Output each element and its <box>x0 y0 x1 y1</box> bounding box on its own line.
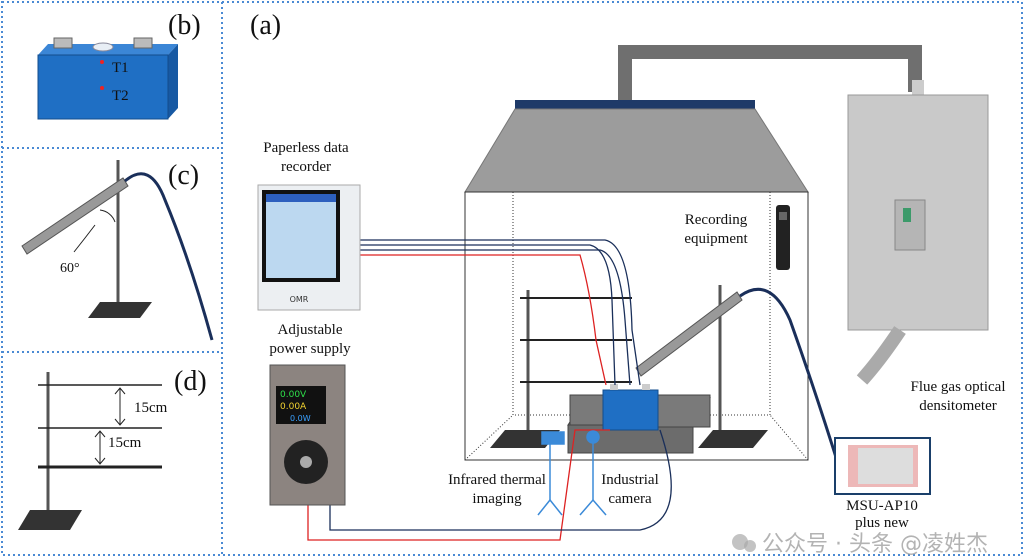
recording-label-2: equipment <box>684 231 748 247</box>
phone-label-2: plus new <box>855 515 909 531</box>
voltage-readout: 0.00V <box>280 390 307 400</box>
t1-label: T1 <box>112 60 129 76</box>
power-supply: 0.00V 0.00A 0.0W <box>269 364 346 506</box>
panel-a: (a) <box>250 10 1005 557</box>
t2-point <box>100 86 104 90</box>
panel-a-tag: (a) <box>250 10 281 41</box>
power-label-2: power supply <box>269 341 351 357</box>
paperless-recorder: OMR <box>257 184 361 311</box>
angle-label: 60° <box>60 261 80 276</box>
densitometer-label-1: Flue gas optical <box>911 379 1006 395</box>
panel-d-tag: (d) <box>174 366 207 397</box>
battery-sample <box>602 389 659 431</box>
industrial-camera <box>579 430 607 516</box>
panel-b-tag: (b) <box>168 10 201 41</box>
densitometer-label-2: densitometer <box>919 398 996 414</box>
infrared-camera <box>537 431 565 516</box>
power-readout: 0.0W <box>290 414 311 423</box>
panel-d: (d) 15cm 15cm <box>18 366 207 530</box>
infrared-label-2: imaging <box>472 491 522 507</box>
current-readout: 0.00A <box>280 402 307 412</box>
camera-label-1: Industrial <box>601 472 659 488</box>
phone-label-1: MSU-AP10 <box>846 498 918 514</box>
recording-label-1: Recording <box>685 212 748 228</box>
panel-c-tag: (c) <box>168 160 199 191</box>
smoke-hood <box>464 108 809 193</box>
t1-point <box>100 60 104 64</box>
battery-cell: T1 T2 <box>37 37 178 120</box>
watermark-text: 公众号 · 头条 @凌姓杰 <box>762 532 988 557</box>
recorder-label-2: recorder <box>281 159 331 175</box>
infrared-label-1: Infrared thermal <box>448 472 546 488</box>
flue-gas-densitometer <box>847 80 989 385</box>
panel-b: (b) T1 T2 <box>37 10 201 120</box>
panel-c: (c) 60° <box>21 160 214 341</box>
recording-equipment <box>776 205 790 270</box>
hood-top <box>515 100 755 109</box>
spacing-label-1: 15cm <box>134 400 168 416</box>
test-chamber <box>464 191 809 461</box>
t2-label: T2 <box>112 88 129 104</box>
exhaust-duct <box>618 45 922 104</box>
recorder-brand: OMR <box>290 295 309 304</box>
smoke-meter-phone <box>834 437 931 495</box>
recorder-label-1: Paperless data <box>263 140 349 156</box>
camera-label-2: camera <box>608 491 652 507</box>
watermark: 公众号 · 头条 @凌姓杰 <box>732 532 988 557</box>
wiring <box>307 239 672 541</box>
power-label-1: Adjustable <box>278 322 343 338</box>
spacing-label-2: 15cm <box>108 435 142 451</box>
